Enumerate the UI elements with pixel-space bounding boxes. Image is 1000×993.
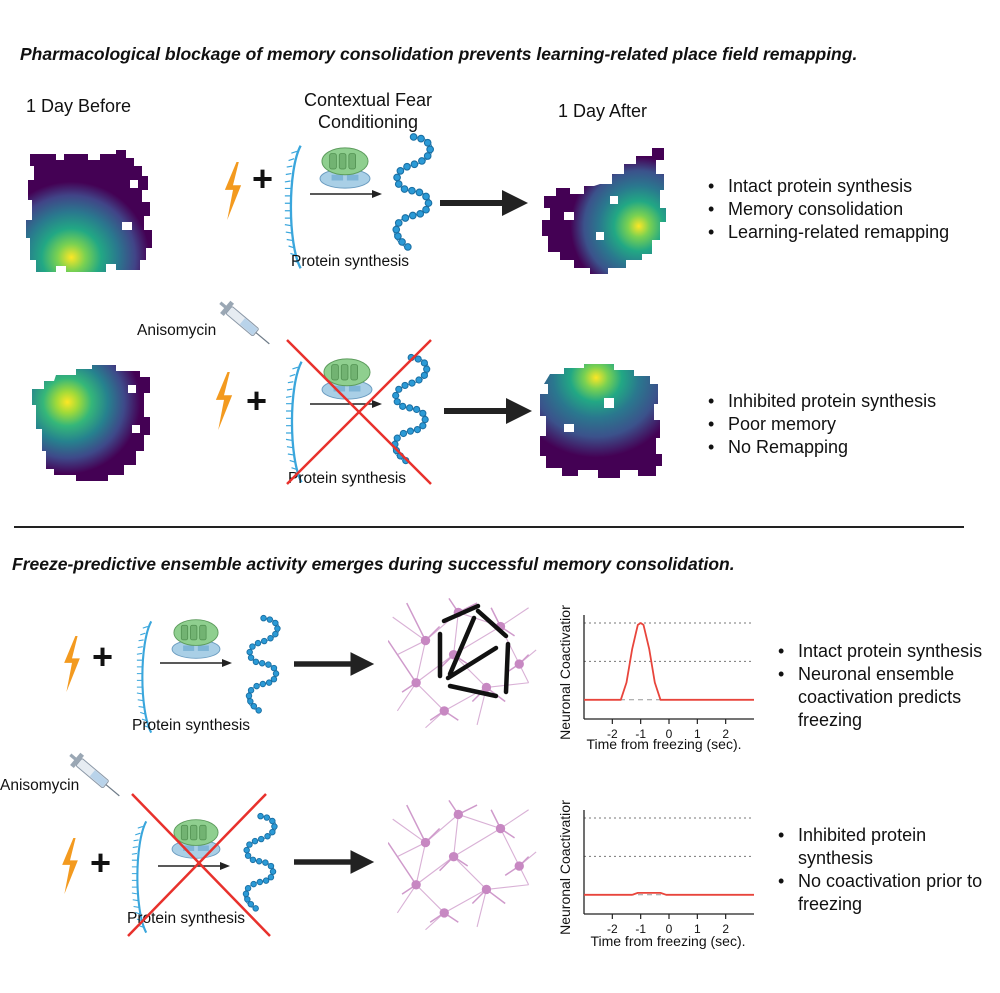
bullet-item: No Remapping xyxy=(704,436,936,459)
bullet-item: Neuronal ensemble coactivation predicts … xyxy=(774,663,994,732)
bottom-row2-bullets: Inhibited protein synthesis No coactivat… xyxy=(774,824,994,916)
section-divider xyxy=(14,526,964,528)
translation-arrow-icon xyxy=(310,190,382,198)
top-row1-bullets: Intact protein synthesis Memory consolid… xyxy=(704,175,949,244)
shock-bolt-icon xyxy=(215,372,233,430)
chart-xlabel: Time from freezing (sec). xyxy=(586,736,741,752)
translation-arrow-icon xyxy=(310,400,382,408)
plus-icon: + xyxy=(246,380,268,421)
top-section-title: Pharmacological blockage of memory conso… xyxy=(20,44,858,64)
plus-icon: + xyxy=(90,842,112,883)
ribosome-icon xyxy=(319,147,371,189)
chart-plot-area: -2 -1 0 1 2 xyxy=(583,810,754,936)
protein-synthesis-label: Protein synthesis xyxy=(127,910,246,927)
bullet-item: Poor memory xyxy=(704,413,936,436)
bullet-item: Intact protein synthesis xyxy=(774,640,994,663)
protein-chain-icon xyxy=(245,614,281,714)
bottom-section-title: Freeze-predictive ensemble activity emer… xyxy=(12,554,735,574)
syringe-icon xyxy=(216,296,276,351)
bullet-item: Inhibited protein synthesis xyxy=(704,390,936,413)
result-arrow-icon xyxy=(444,398,532,424)
chart-tick-label: 0 xyxy=(666,922,673,936)
protein-synthesis-label: Protein synthesis xyxy=(291,253,410,270)
chart-tick-label: 2 xyxy=(722,922,729,936)
chart-tick-label: -1 xyxy=(635,727,646,741)
bottom-row1-bullets: Intact protein synthesis Neuronal ensemb… xyxy=(774,640,994,732)
chart-plot-area: -2 -1 0 1 2 xyxy=(583,615,754,741)
chart-series-line xyxy=(584,892,754,896)
protein-synthesis-label: Protein synthesis xyxy=(132,717,251,734)
shock-bolt-icon xyxy=(224,162,242,220)
plus-icon: + xyxy=(92,636,114,677)
coactive-neuron-network-icon xyxy=(388,597,537,729)
chart-tick-label: 0 xyxy=(666,727,673,741)
blocked-cross-icon xyxy=(286,339,432,485)
chart-tick-label: -1 xyxy=(635,922,646,936)
chart-xlabel: Time from freezing (sec). xyxy=(590,933,745,949)
chart-ylabel: Neuronal Coactivation xyxy=(557,800,573,935)
place-field-heatmap-before-1 xyxy=(26,150,152,272)
chart-tick-label: -2 xyxy=(607,727,618,741)
bullet-item: Learning-related remapping xyxy=(704,221,949,244)
neuron-network-icon xyxy=(388,799,537,931)
coactivation-chart-1: Neuronal Coactivation -2 -1 0 1 2 Time from … xyxy=(557,605,754,752)
contextual-fear-conditioning-label: Contextual Fear Conditioning xyxy=(303,90,433,132)
protein-chain-icon xyxy=(392,133,435,251)
place-field-heatmap-after-2 xyxy=(540,364,662,478)
place-field-heatmap-after-1 xyxy=(542,148,666,274)
chart-tick-label: 1 xyxy=(694,922,701,936)
blocked-cross-icon xyxy=(127,793,271,937)
result-arrow-icon xyxy=(294,652,375,676)
bullet-item: Intact protein synthesis xyxy=(704,175,949,198)
day-after-label: 1 Day After xyxy=(558,101,648,121)
translation-arrow-icon xyxy=(160,659,232,667)
shock-bolt-icon xyxy=(62,838,78,894)
bullet-item: Inhibited protein synthesis xyxy=(774,824,994,870)
ribosome-icon xyxy=(171,619,221,659)
shock-bolt-icon xyxy=(64,636,80,692)
result-arrow-icon xyxy=(294,850,375,874)
chart-tick-label: 1 xyxy=(694,727,701,741)
protein-synthesis-label: Protein synthesis xyxy=(288,470,407,487)
bullet-item: No coactivation prior to freezing xyxy=(774,870,994,916)
chart-tick-label: 2 xyxy=(722,727,729,741)
plus-icon: + xyxy=(252,158,274,199)
chart-ylabel: Neuronal Coactivation xyxy=(557,605,573,740)
translation-arrow-icon xyxy=(158,862,230,870)
syringe-icon xyxy=(66,748,126,803)
result-arrow-icon xyxy=(440,190,528,216)
top-row2-bullets: Inhibited protein synthesis Poor memory … xyxy=(704,390,936,459)
coactivation-chart-2: Neuronal Coactivation -2 -1 0 1 2 Time from … xyxy=(557,800,754,949)
anisomycin-label: Anisomycin xyxy=(137,322,217,339)
chart-tick-label: -2 xyxy=(607,922,618,936)
place-field-heatmap-before-2 xyxy=(32,365,150,481)
anisomycin-label: Anisomycin xyxy=(0,777,80,794)
chart-series-line xyxy=(584,622,754,701)
day-before-label: 1 Day Before xyxy=(26,96,132,116)
bullet-item: Memory consolidation xyxy=(704,198,949,221)
